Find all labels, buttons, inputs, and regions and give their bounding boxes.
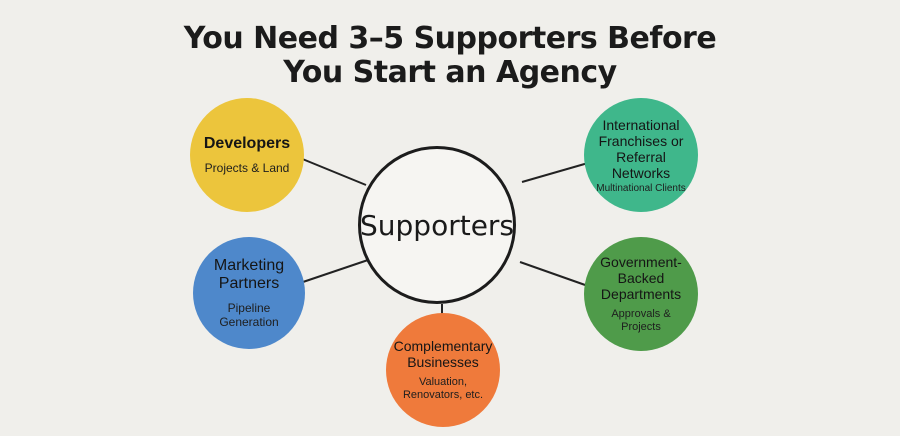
node-international: International Franchises or Referral Net… — [584, 98, 698, 212]
node-government-sub: Approvals & Projects — [611, 308, 671, 333]
connector-marketing — [299, 259, 369, 284]
title-line-2: You Start an Agency — [283, 55, 617, 90]
node-developers: Developers Projects & Land — [190, 98, 304, 212]
node-government: Government-Backed Departments Approvals … — [584, 237, 698, 351]
connector-international — [521, 162, 589, 183]
node-complementary-sub: Valuation, Renovators, etc. — [402, 376, 484, 401]
node-international-sub: Multinational Clients — [596, 182, 686, 194]
node-government-label: Government-Backed Departments — [600, 254, 682, 302]
node-complementary: Complementary Businesses Valuation, Reno… — [386, 313, 500, 427]
node-marketing-label: Marketing Partners — [213, 257, 285, 292]
connector-government — [519, 261, 589, 287]
hub-label: Supporters — [360, 208, 515, 242]
page-title: You Need 3–5 Supporters Before You Start… — [0, 22, 900, 90]
node-international-label: International Franchises or Referral Net… — [598, 116, 684, 181]
node-developers-sub: Projects & Land — [204, 161, 290, 175]
node-developers-label: Developers — [203, 135, 291, 152]
hub-circle: Supporters — [358, 146, 516, 304]
node-marketing: Marketing Partners Pipeline Generation — [193, 237, 305, 349]
connector-developers — [299, 157, 367, 186]
title-line-1: You Need 3–5 Supporters Before — [183, 21, 717, 56]
node-marketing-sub: Pipeline Generation — [219, 301, 279, 329]
node-complementary-label: Complementary Businesses — [393, 338, 493, 370]
